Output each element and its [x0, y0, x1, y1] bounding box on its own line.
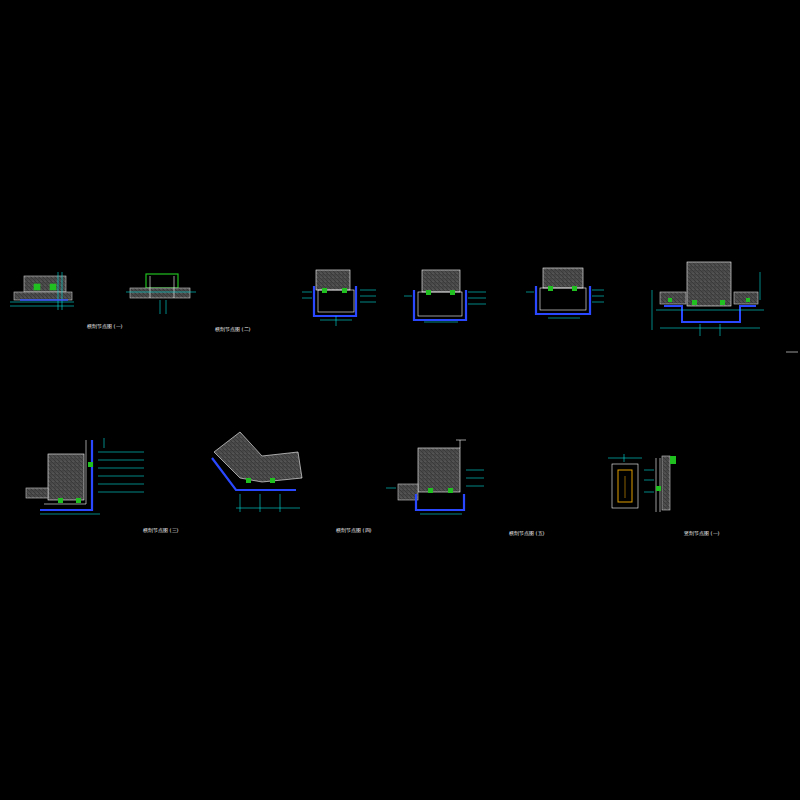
caption: 横剖节点图 (五) [508, 531, 546, 537]
caption: 横剖节点图 (四) [335, 528, 373, 534]
caption: 横剖节点图 (二) [214, 327, 252, 333]
caption: 横剖节点图 (三) [142, 528, 180, 534]
caption: 竖剖节点图 (一) [683, 531, 721, 537]
caption: 横剖节点图 (一) [86, 324, 124, 330]
